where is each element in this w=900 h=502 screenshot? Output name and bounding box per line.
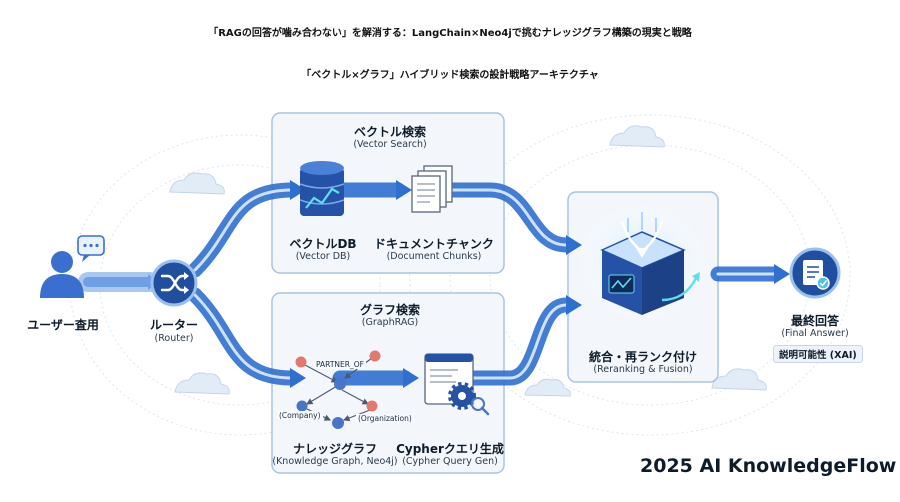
cypher-gen-label: Cypherクエリ生成 [396, 442, 504, 456]
knowledge-graph-sublabel: (Knowledge Graph, Neo4j) [272, 456, 398, 467]
knowledge-graph-icon [295, 350, 381, 429]
graph-node [369, 350, 381, 362]
xai-badge: 説明可能性 (XAI) [773, 345, 863, 363]
main-title: 「RAGの回答が噛み合わない」を解消する：LangChain×Neo4jで挑むナ… [208, 28, 692, 39]
fusion-sublabel: (Reranking & Fusion) [593, 364, 693, 375]
graph-search-sublabel: (GraphRAG) [361, 317, 419, 328]
vector-db-sublabel: (Vector DB) [295, 251, 351, 262]
fusion-label: 統合・再ランク付け [588, 350, 697, 364]
edge-label-partner-of: PARTNER_OF [314, 360, 366, 369]
node-label-organization: (Organization) [356, 414, 414, 423]
sub-title: 「ベクトル×グラフ」ハイブリッド検索の設計戦略アーキテクチャ [301, 70, 599, 81]
magnifier-icon [471, 397, 490, 416]
vector-db-label: ベクトルDB [289, 237, 357, 251]
doc-chunks-label: ドキュメントチャンク [374, 237, 494, 251]
final-answer-label: 最終回答 [790, 314, 839, 328]
node-label-company: (Company) [277, 411, 323, 420]
final-answer-sublabel: (Final Answer) [781, 328, 849, 339]
graph-node [295, 356, 307, 368]
graph-node [332, 417, 344, 429]
flow-tubes [78, 182, 783, 386]
router-shuffle-icon [150, 259, 198, 307]
vector-db-icon [299, 161, 345, 216]
brand-footer: 2025 AI KnowledgeFlow [640, 455, 897, 477]
gear-icon [448, 382, 476, 410]
graph-node [296, 400, 308, 412]
vector-search-label: ベクトル検索 [353, 125, 426, 139]
router-label: ルーター [149, 318, 198, 332]
cloud-icon [169, 125, 767, 397]
vector-search-sublabel: (Vector Search) [353, 139, 427, 150]
graph-node [334, 378, 346, 390]
user-label: ユーザー査用 [27, 318, 99, 332]
chat-bubble-icon [77, 235, 105, 262]
cypher-gen-sublabel: (Cypher Query Gen) [402, 456, 498, 467]
user-icon [40, 251, 84, 298]
graph-search-label: グラフ検索 [359, 303, 420, 317]
fusion-processor-icon [600, 212, 700, 315]
router-sublabel: (Router) [154, 333, 194, 344]
document-chunks-icon [411, 165, 453, 213]
knowledge-graph-label: ナレッジグラフ [292, 442, 377, 456]
final-answer-icon [789, 247, 841, 299]
doc-chunks-sublabel: (Document Chunks) [386, 251, 482, 262]
graph-node [366, 400, 378, 412]
